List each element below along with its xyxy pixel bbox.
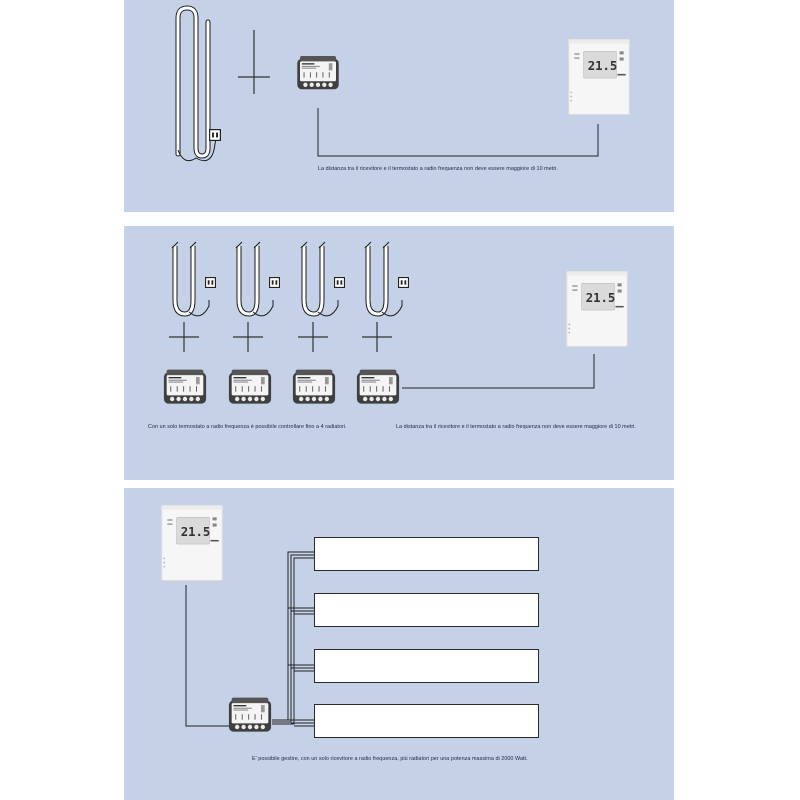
thermostat-icon [161,505,223,581]
receiver-module-icon [297,56,339,90]
panel-2-diagram [163,226,628,404]
panel-radiator-icon-3 [314,649,539,683]
panel-radiator-icon-2 [314,593,539,627]
panel-radiator-icon-4 [314,704,539,738]
thermostat-icon [568,39,630,115]
towel-radiator-icon-3 [301,242,345,316]
caption-right: La distanza tra il ricevitore e il termo… [396,424,636,430]
receiver-module-icon-2 [228,369,272,404]
distance-line [402,354,595,389]
panel-3-diagram [161,505,314,732]
thermostat-link-line [185,585,230,727]
receiver-module-icon [228,697,272,732]
receiver-module-icon-3 [292,369,336,404]
four-radiators-panel: Con un solo termostato a radio frequenza… [124,226,674,480]
single-radiator-panel: La distanza tra il ricevitore e il termo… [124,0,674,212]
towel-radiator-icon [175,5,217,162]
towel-radiator-icon-4 [365,242,409,316]
caption: E' possibile gestire, con un solo ricevi… [252,756,528,762]
panel-radiator-icon-1 [314,537,539,571]
thermostat-icon [566,271,628,347]
wall-socket-icon [209,129,221,141]
multi-radiator-panel: E' possibile gestire, con un solo ricevi… [124,488,674,800]
plus-icon-4 [362,322,392,352]
receiver-module-icon-4 [356,369,400,404]
plus-icon-3 [298,322,328,352]
plus-icon-1 [169,322,199,352]
panel-1-diagram [175,5,630,162]
towel-radiator-icon-1 [172,242,216,316]
wiring [272,551,314,727]
distance-line [317,108,599,157]
towel-radiator-icon-2 [236,242,280,316]
plus-icon-2 [233,322,263,352]
caption-left: Con un solo termostato a radio frequenza… [148,424,347,430]
plus-icon [238,30,270,94]
receiver-module-icon-1 [163,369,207,404]
caption: La distanza tra il ricevitore e il termo… [318,166,558,172]
